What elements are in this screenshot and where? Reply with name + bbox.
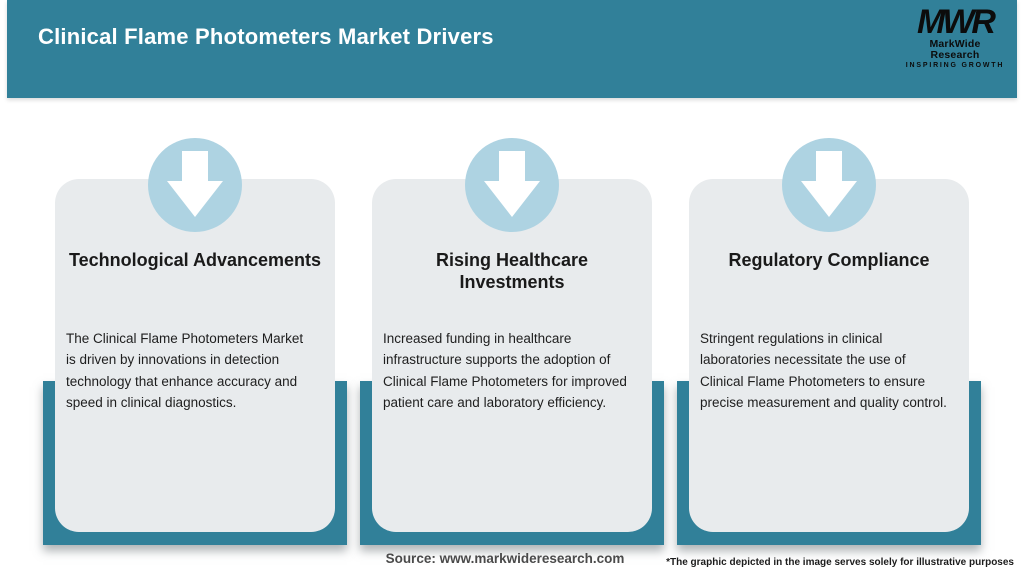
markwide-logo: MWR MarkWide Research INSPIRING GROWTH bbox=[905, 3, 1005, 69]
card-title: Technological Advancements bbox=[68, 250, 322, 270]
disclaimer-text: *The graphic depicted in the image serve… bbox=[666, 557, 1014, 568]
driver-card: Regulatory Compliance Stringent regulati… bbox=[689, 179, 969, 532]
card-description: Stringent regulations in clinical labora… bbox=[700, 331, 947, 410]
driver-column-1: Technological Advancements The Clinical … bbox=[43, 0, 347, 576]
page-title: Clinical Flame Photometers Market Driver… bbox=[38, 24, 494, 49]
logo-acronym: MWR bbox=[917, 3, 996, 41]
logo-name: MarkWide Research bbox=[929, 38, 981, 61]
card-title: Rising Healthcare Investments bbox=[435, 250, 589, 292]
card-description: Increased funding in healthcare infrastr… bbox=[383, 331, 627, 410]
header-bar: Clinical Flame Photometers Market Driver… bbox=[7, 0, 1017, 98]
card-title: Regulatory Compliance bbox=[728, 250, 930, 270]
logo-tagline: INSPIRING GROWTH bbox=[905, 62, 1005, 69]
card-description: The Clinical Flame Photometers Market is… bbox=[66, 331, 304, 410]
driver-card: Rising Healthcare Investments Increased … bbox=[372, 179, 652, 532]
down-arrow-icon bbox=[148, 138, 242, 232]
down-arrow-icon bbox=[465, 138, 559, 232]
driver-column-3: Regulatory Compliance Stringent regulati… bbox=[677, 0, 981, 576]
driver-card: Technological Advancements The Clinical … bbox=[55, 179, 335, 532]
source-text: Source: www.markwideresearch.com bbox=[385, 551, 625, 566]
down-arrow-icon bbox=[782, 138, 876, 232]
driver-column-2: Rising Healthcare Investments Increased … bbox=[360, 0, 664, 576]
